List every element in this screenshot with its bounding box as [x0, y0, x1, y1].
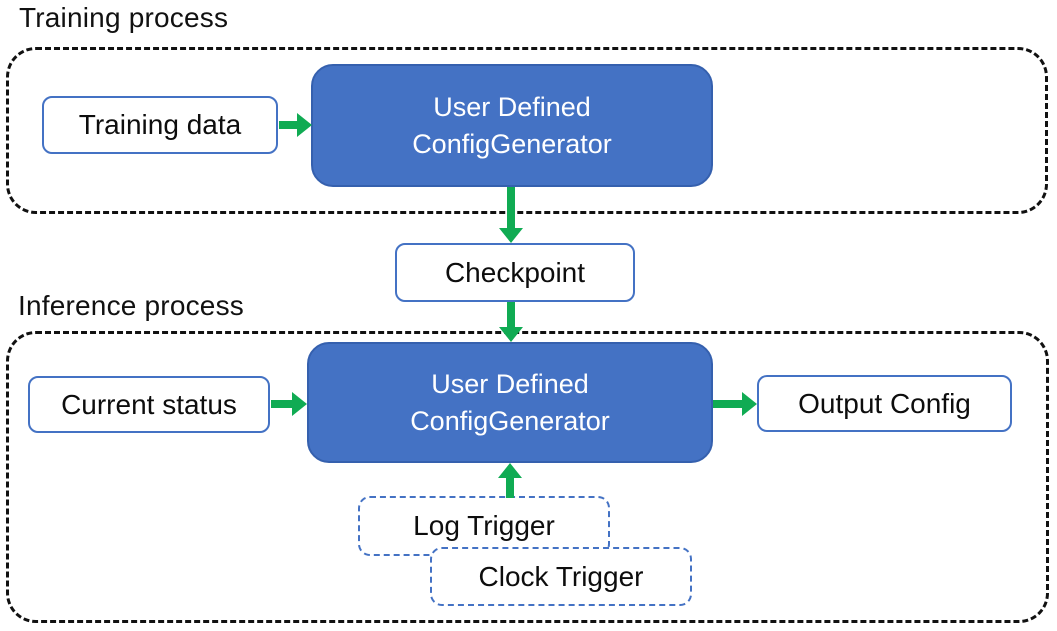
arrow-training-data-to-generator-icon [279, 112, 312, 138]
config-generator-inference-line1: User Defined [431, 369, 589, 400]
node-training-data: Training data [42, 96, 278, 154]
arrow-current-status-to-generator-icon [271, 391, 307, 417]
inference-process-region [6, 331, 1049, 623]
node-checkpoint: Checkpoint [395, 243, 635, 302]
node-clock-trigger: Clock Trigger [430, 547, 692, 606]
config-generator-inference-line2: ConfigGenerator [410, 405, 610, 436]
arrow-triggers-to-generator-icon [497, 463, 523, 498]
config-generator-training-line1: User Defined [433, 92, 591, 123]
arrow-checkpoint-to-generator-icon [498, 302, 524, 342]
node-config-generator-inference: User Defined ConfigGenerator [307, 342, 713, 463]
config-generator-training-line2: ConfigGenerator [412, 128, 612, 159]
training-process-region [6, 47, 1048, 214]
node-output-config: Output Config [757, 375, 1012, 432]
node-log-trigger: Log Trigger [358, 496, 610, 556]
inference-process-label: Inference process [18, 290, 244, 321]
node-current-status: Current status [28, 376, 270, 433]
node-config-generator-training: User Defined ConfigGenerator [311, 64, 713, 187]
arrow-generator-to-checkpoint-icon [498, 187, 524, 243]
training-process-label: Training process [19, 2, 229, 33]
arrow-generator-to-output-config-icon [713, 391, 757, 417]
